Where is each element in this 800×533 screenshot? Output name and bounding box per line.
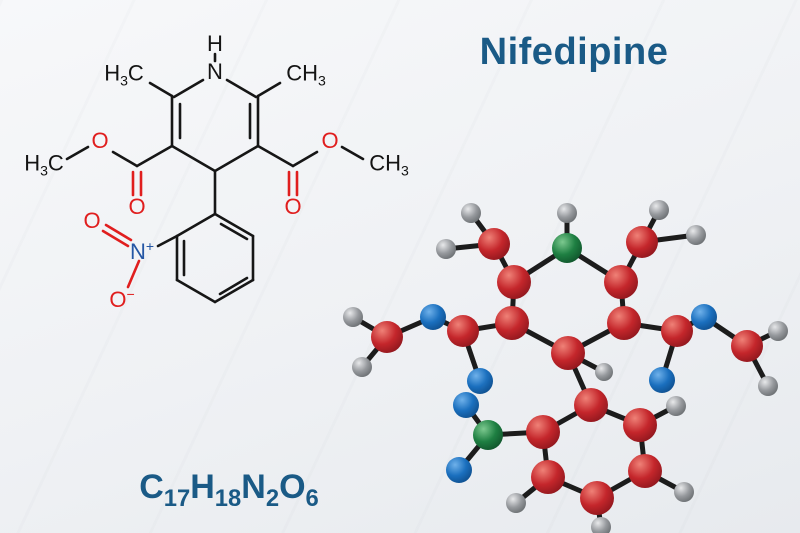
- model-atom-carbon: [628, 454, 662, 488]
- model-atom-carbon: [607, 306, 641, 340]
- model-atom-oxygen: [467, 368, 493, 394]
- model-bond: [674, 314, 707, 334]
- model-bond: [639, 232, 699, 245]
- model-bond: [460, 320, 515, 334]
- model-bond: [637, 403, 679, 428]
- model-bond: [350, 314, 390, 340]
- model-atom-hydrogen: [595, 363, 613, 381]
- label-ring-nitrogen: N: [207, 59, 223, 84]
- model-bond: [565, 350, 607, 375]
- compound-title: Nifedipine: [479, 31, 669, 73]
- label-ester-methyl-right: CH3: [369, 150, 409, 179]
- model-bond: [509, 279, 517, 326]
- phenyl-ring-bonds: [175, 169, 255, 304]
- model-bond: [618, 239, 645, 285]
- model-atom-oxygen: [453, 392, 479, 418]
- model-atom-hydrogen: [768, 321, 788, 341]
- model-bond: [468, 210, 497, 247]
- model-atoms: [343, 200, 788, 533]
- model-bond: [565, 350, 594, 408]
- model-bond: [744, 328, 781, 349]
- model-bond: [564, 245, 624, 285]
- model-atom-hydrogen: [557, 203, 577, 223]
- ester-right-bonds: [256, 144, 365, 197]
- model-atom-hydrogen: [666, 396, 686, 416]
- label-methyl-top-right: CH3: [286, 60, 326, 89]
- model-atom-hydrogen: [686, 225, 706, 245]
- model-atom-carbon: [495, 306, 529, 340]
- model-bond: [456, 432, 491, 473]
- model-bond: [545, 474, 600, 501]
- label-methyl-top-left: H3C: [104, 60, 144, 89]
- model-bond: [744, 343, 771, 389]
- model-atom-hydrogen: [461, 203, 481, 223]
- model-bond: [443, 241, 497, 252]
- label-nitro-oxygen-minus: O−: [109, 285, 135, 313]
- label-carbonyl-o-right: O: [284, 194, 302, 219]
- model-atom-carbon: [731, 330, 763, 362]
- model-atom-carbon: [623, 408, 657, 442]
- model-bond: [618, 279, 627, 326]
- model-bond: [491, 241, 517, 285]
- model-bond: [637, 422, 648, 474]
- model-atom-hydrogen: [436, 239, 456, 259]
- model-bond: [359, 334, 390, 370]
- model-atom-carbon: [604, 265, 638, 299]
- model-atom-nitrogen: [552, 233, 582, 263]
- model-atom-carbon: [626, 226, 658, 258]
- model-atom-oxygen: [649, 367, 675, 393]
- model-atom-carbon: [371, 321, 403, 353]
- model-atom-carbon: [574, 388, 608, 422]
- label-carbonyl-o-left: O: [128, 194, 146, 219]
- model-bond: [621, 320, 680, 334]
- label-nitro-nitrogen: N+: [129, 237, 155, 265]
- model-bond: [588, 402, 643, 428]
- model-bond: [540, 429, 551, 480]
- model-bond: [511, 245, 570, 285]
- model-atom-carbon: [497, 265, 531, 299]
- model-bond: [460, 328, 483, 384]
- model-bond: [639, 207, 662, 245]
- model-atom-hydrogen: [674, 482, 694, 502]
- model-atom-carbon: [531, 460, 565, 494]
- model-bond: [540, 402, 594, 435]
- model-atom-hydrogen: [352, 357, 372, 377]
- model-atom-nitrogen: [473, 420, 503, 450]
- model-bond: [642, 468, 687, 495]
- model-bond: [701, 314, 750, 349]
- model-atom-carbon: [551, 336, 585, 370]
- model-atom-carbon: [661, 315, 693, 347]
- model-bond: [513, 474, 551, 506]
- model-bond: [430, 314, 466, 334]
- model-atom-carbon: [447, 315, 479, 347]
- model-atom-hydrogen: [506, 493, 526, 513]
- label-ester-methyl-left: H3C: [24, 150, 64, 179]
- model-bond: [485, 429, 546, 438]
- model-atom-hydrogen: [343, 307, 363, 327]
- model-atom-oxygen: [691, 304, 717, 330]
- ester-left-bonds: [65, 144, 174, 197]
- model-bond: [384, 314, 436, 340]
- model-atom-carbon: [580, 481, 614, 515]
- model-bond: [463, 402, 491, 438]
- model-atom-carbon: [526, 415, 560, 449]
- label-nh-hydrogen: H: [207, 31, 223, 56]
- molecular-formula: C17H18N2O6: [139, 468, 319, 512]
- model-atom-oxygen: [420, 304, 446, 330]
- model-bond: [659, 328, 680, 383]
- model-atom-hydrogen: [591, 517, 611, 533]
- model-bonds: [350, 207, 781, 530]
- model-bond: [594, 468, 648, 501]
- model-atom-hydrogen: [758, 376, 778, 396]
- label-ether-o-right: O: [321, 128, 339, 153]
- model-bond: [509, 320, 571, 356]
- model-atom-hydrogen: [649, 200, 669, 220]
- label-ether-o-left: O: [91, 128, 109, 153]
- label-nitro-oxygen: O: [83, 208, 101, 233]
- model-atom-carbon: [478, 228, 510, 260]
- model-atom-oxygen: [446, 457, 472, 483]
- model-bond: [565, 320, 627, 356]
- model-bond: [594, 495, 604, 530]
